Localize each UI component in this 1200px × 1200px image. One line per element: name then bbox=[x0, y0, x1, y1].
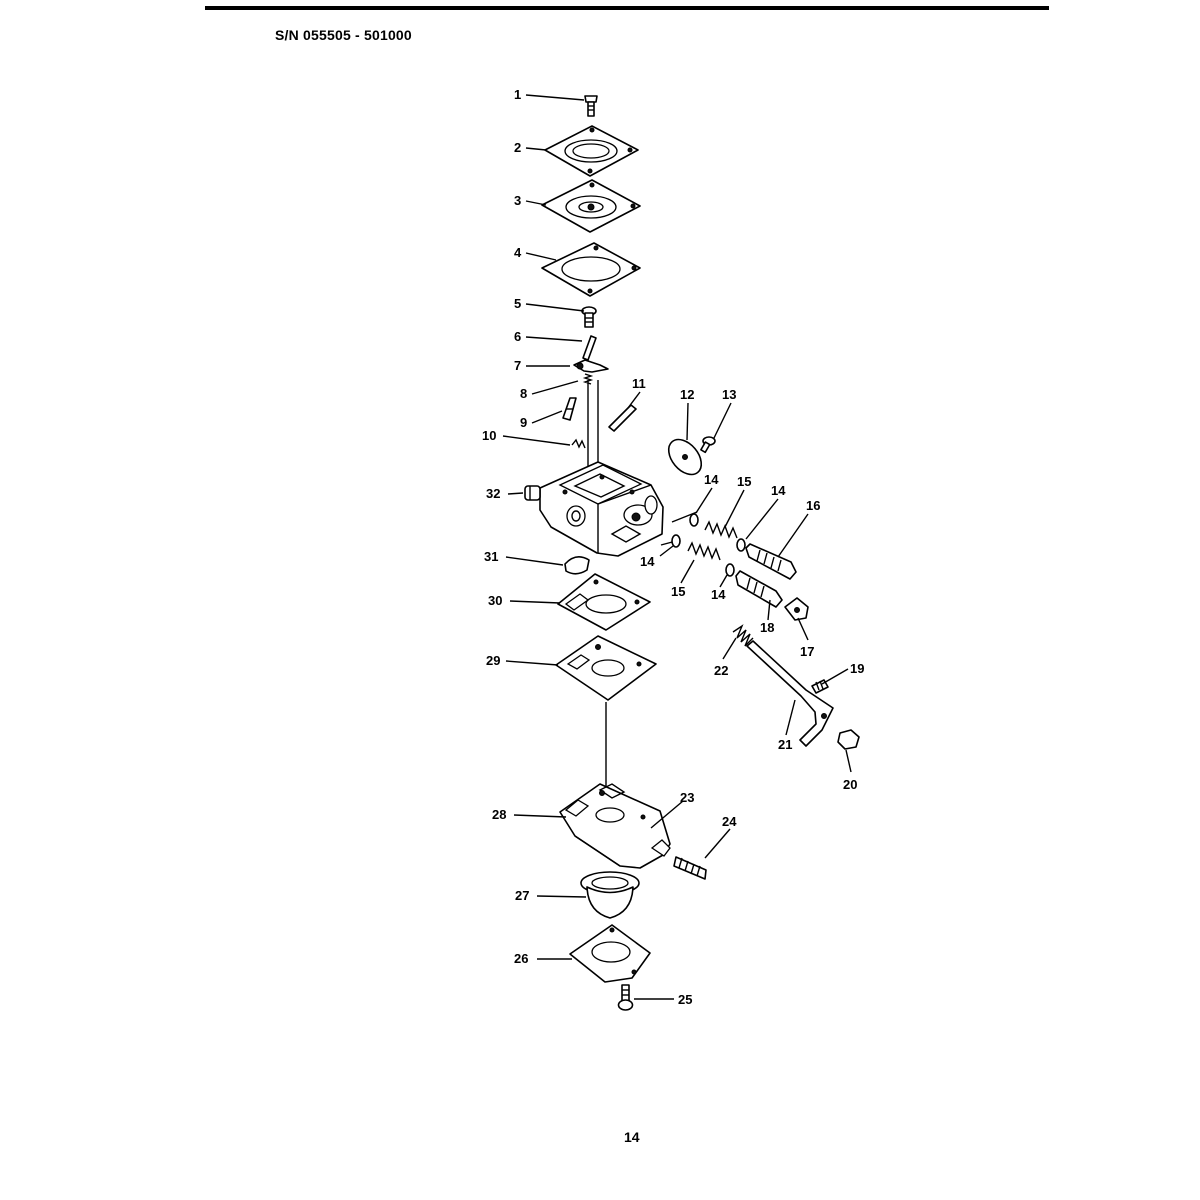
part-27-primer-bulb bbox=[580, 871, 640, 919]
part-20-nut bbox=[837, 729, 860, 750]
part-5-screw bbox=[581, 306, 597, 328]
callout-24: 24 bbox=[722, 814, 737, 829]
part-25-screw bbox=[617, 984, 634, 1011]
callout-5: 5 bbox=[514, 296, 521, 311]
page-number: 14 bbox=[624, 1129, 640, 1145]
callout-23: 23 bbox=[680, 790, 694, 805]
callout-13: 13 bbox=[722, 387, 736, 402]
callout-19: 19 bbox=[850, 661, 864, 676]
part-13-screw bbox=[700, 436, 716, 454]
callout-9: 9 bbox=[520, 415, 527, 430]
callout-15-b: 15 bbox=[671, 584, 685, 599]
callout-18: 18 bbox=[760, 620, 774, 635]
part-3-diaphragm bbox=[541, 179, 641, 233]
leader-lines bbox=[502, 94, 852, 1000]
assembly-axis-lines bbox=[587, 380, 698, 790]
top-rule bbox=[205, 6, 1049, 10]
callout-15-a: 15 bbox=[737, 474, 751, 489]
callout-25: 25 bbox=[678, 992, 692, 1007]
callout-29: 29 bbox=[486, 653, 500, 668]
callout-2: 2 bbox=[514, 140, 521, 155]
callout-20: 20 bbox=[843, 777, 857, 792]
part-12-plate bbox=[667, 438, 703, 476]
callout-labels: 1 2 3 4 5 6 7 8 9 10 11 12 13 14 15 14 1… bbox=[482, 87, 864, 1007]
callout-32: 32 bbox=[486, 486, 500, 501]
part-29-diaphragm bbox=[555, 635, 657, 701]
callout-17: 17 bbox=[800, 644, 814, 659]
part-18-needle bbox=[735, 570, 783, 608]
callout-3: 3 bbox=[514, 193, 521, 208]
callout-14-d: 14 bbox=[711, 587, 726, 602]
callout-7: 7 bbox=[514, 358, 521, 373]
part-11-pin bbox=[608, 404, 637, 432]
part-14-oring-upper-right bbox=[736, 538, 746, 552]
callout-30: 30 bbox=[488, 593, 502, 608]
part-2-cover bbox=[544, 125, 639, 177]
part-17-cap bbox=[784, 597, 809, 621]
callout-26: 26 bbox=[514, 951, 528, 966]
part-1-screw bbox=[584, 95, 598, 117]
callout-4: 4 bbox=[514, 245, 522, 260]
callout-12: 12 bbox=[680, 387, 694, 402]
callout-11: 11 bbox=[632, 376, 646, 391]
callout-14-b: 14 bbox=[771, 483, 786, 498]
part-32-plug bbox=[524, 485, 541, 501]
part-15-spring-upper bbox=[704, 520, 738, 539]
part-30-gasket bbox=[557, 573, 651, 631]
part-21-throttle-lever bbox=[746, 640, 834, 747]
part-14-oring-lower-right bbox=[725, 563, 735, 577]
callout-21: 21 bbox=[778, 737, 792, 752]
part-22-spring bbox=[732, 624, 754, 647]
part-7-metering-lever bbox=[573, 359, 609, 373]
part-16-needle bbox=[745, 543, 797, 580]
callout-10: 10 bbox=[482, 428, 496, 443]
part-9-needle bbox=[562, 397, 577, 421]
callout-28: 28 bbox=[492, 807, 506, 822]
callout-16: 16 bbox=[806, 498, 820, 513]
part-28-pump-body bbox=[559, 783, 671, 869]
callout-6: 6 bbox=[514, 329, 521, 344]
callout-31: 31 bbox=[484, 549, 498, 564]
part-24-screw bbox=[673, 856, 707, 880]
callout-14-c: 14 bbox=[640, 554, 655, 569]
callout-1: 1 bbox=[514, 87, 521, 102]
part-carburetor-body bbox=[539, 461, 664, 557]
serial-number-range: S/N 055505 - 501000 bbox=[275, 27, 412, 43]
part-4-gasket bbox=[541, 242, 641, 297]
part-14-oring-upper bbox=[689, 513, 699, 527]
part-14-oring-lower bbox=[671, 534, 681, 548]
part-15-spring-lower bbox=[687, 541, 721, 561]
part-10-spring bbox=[571, 438, 586, 449]
callout-14-a: 14 bbox=[704, 472, 719, 487]
part-8-spring bbox=[582, 373, 594, 385]
callout-27: 27 bbox=[515, 888, 529, 903]
callout-8: 8 bbox=[520, 386, 527, 401]
part-6-pin bbox=[582, 335, 597, 361]
part-26-bulb-retainer bbox=[569, 924, 651, 983]
callout-22: 22 bbox=[714, 663, 728, 678]
part-31-plug bbox=[564, 556, 590, 575]
